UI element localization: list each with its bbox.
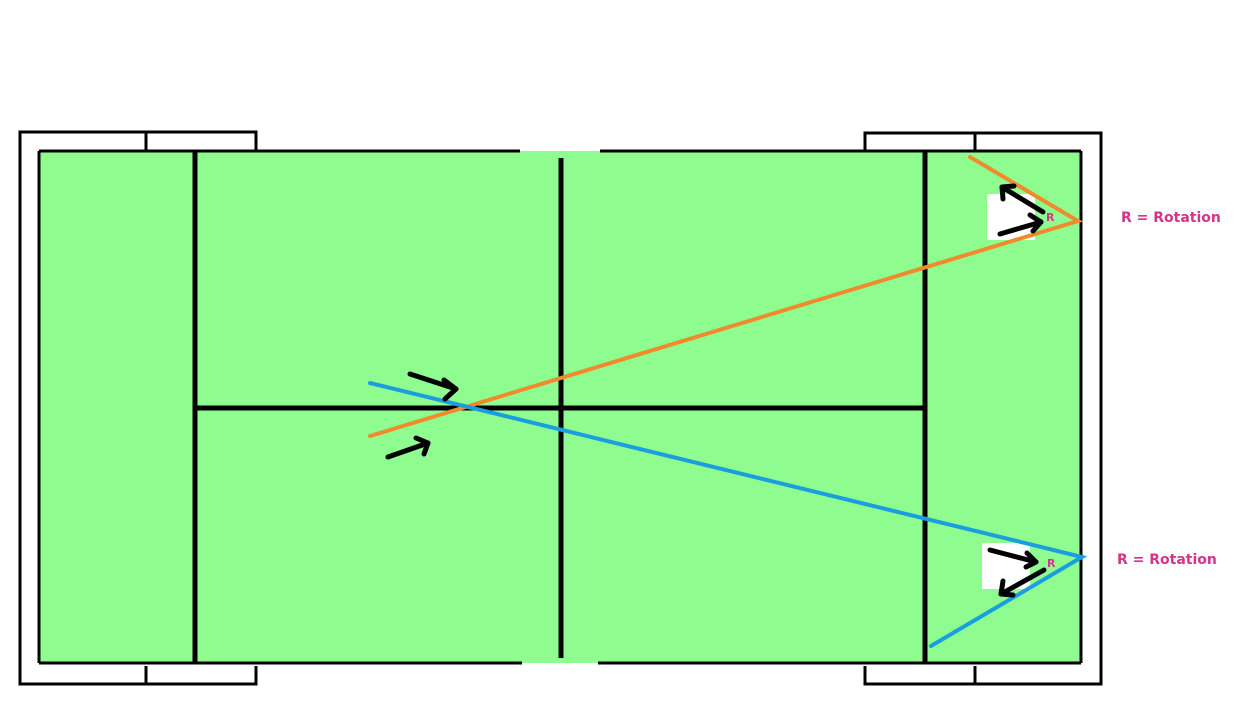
direction-arrows [385,183,1047,598]
rotation-legend-bottom: R = Rotation [1117,552,1217,568]
court-boundary [37,149,1083,665]
arrow-right-icon [385,435,431,460]
arrow-up-left-icon [999,183,1046,215]
arrow-down-left-icon [998,567,1047,598]
blue-ball-path [368,381,1088,648]
arrow-right-icon [407,371,459,402]
arrow-right-icon [987,547,1039,570]
left-wall-outline [18,130,258,686]
rotation-legend-top: R = Rotation [1121,210,1221,226]
rotation-mark-bottom: R [1047,557,1056,570]
orange-ball-path [368,155,1083,438]
right-wall-outline [863,131,1103,686]
court-lines [192,151,928,663]
arrow-right-icon [997,212,1044,237]
rotation-mark-top: R [1046,211,1055,224]
